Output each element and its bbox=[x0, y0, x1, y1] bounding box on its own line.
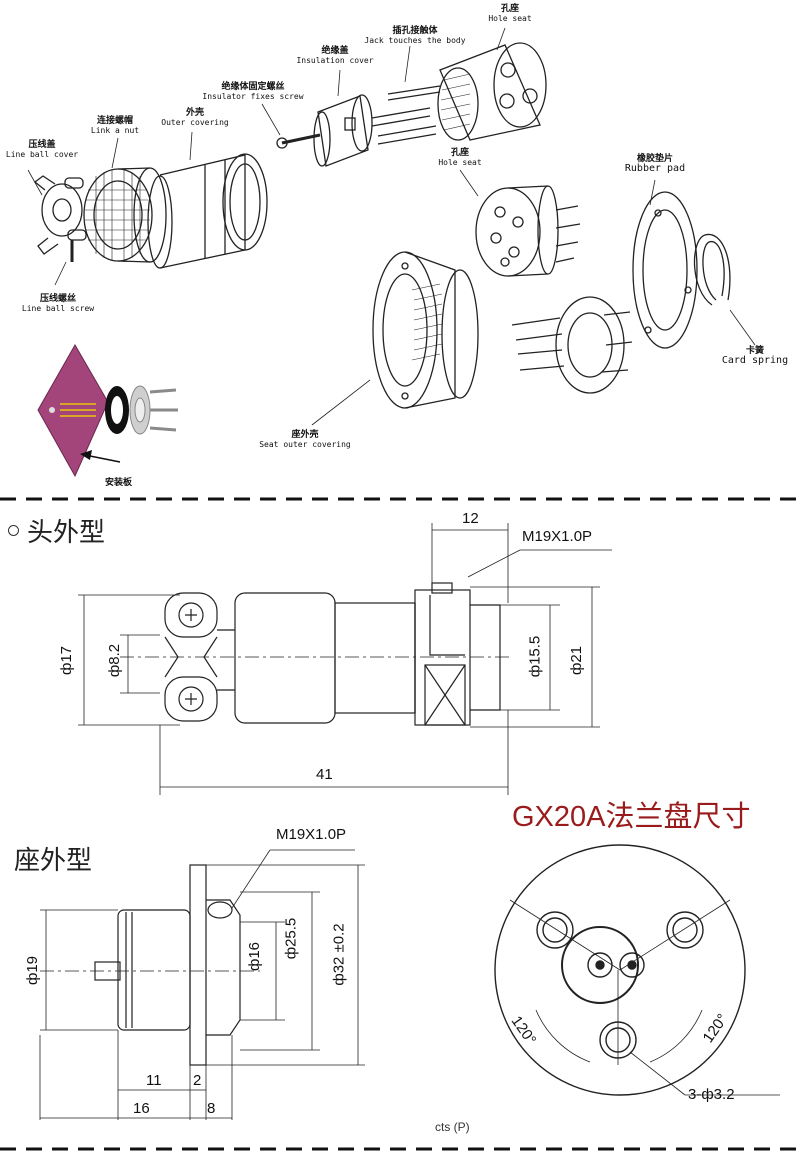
insulation-cover-part bbox=[313, 94, 373, 167]
label-en: Line ball cover bbox=[5, 150, 79, 159]
label-hole-seat-top: 孔座 Hole seat bbox=[470, 4, 550, 24]
hole-seat-mid-part bbox=[475, 185, 581, 277]
card-spring-part bbox=[693, 233, 731, 306]
label-en: Jack touches the body bbox=[364, 36, 466, 45]
jack-contacts-part bbox=[371, 85, 441, 145]
exploded-view-drawing bbox=[27, 27, 756, 478]
label-en: Outer covering bbox=[161, 118, 229, 127]
hole-seat-top-part bbox=[437, 42, 547, 141]
label-link-nut: 连接螺帽 Link a nut bbox=[80, 116, 150, 136]
label-jack-contacts: 插孔接触体 Jack touches the body bbox=[355, 26, 475, 46]
dim-len16: 16 bbox=[133, 1100, 150, 1117]
label-insulator-screw: 绝缘体固定螺丝 Insulator fixes screw bbox=[198, 82, 308, 102]
label-line-ball-cover: 压线盖 Line ball cover bbox=[2, 140, 82, 160]
dim-d17: ф17 bbox=[58, 645, 76, 676]
dim-len12: 12 bbox=[462, 510, 479, 527]
flange-front-view bbox=[494, 844, 780, 1096]
dim-d25-5: ф25.5 bbox=[282, 917, 300, 960]
pin-insert-part bbox=[511, 296, 633, 394]
label-en: Line ball screw bbox=[21, 304, 95, 313]
label-insulation-cover: 绝缘盖 Insulation cover bbox=[295, 46, 375, 66]
label-cn: 压线螺丝 bbox=[39, 294, 76, 304]
label-rubber-pad: 橡胶垫片 Rubber pad bbox=[610, 154, 700, 174]
dim-d8-2: ф8.2 bbox=[106, 643, 124, 678]
rubber-pad-part bbox=[632, 191, 698, 349]
seat-outer-covering-part bbox=[372, 251, 479, 409]
flange-holes-label: 3-ф3.2 bbox=[688, 1086, 735, 1103]
socket-section-title: 座外型 bbox=[14, 846, 93, 876]
label-cn: 座外壳 bbox=[291, 430, 319, 440]
plug-drawing bbox=[78, 523, 612, 795]
label-cn: 外壳 bbox=[185, 108, 204, 118]
dim-len2: 2 bbox=[193, 1072, 202, 1089]
line-ball-cover-part bbox=[33, 175, 87, 262]
bullet-circle-icon bbox=[8, 525, 19, 536]
flange-title: GX20A法兰盘尺寸 bbox=[512, 801, 751, 833]
label-card-spring: 卡簧 Card spring bbox=[715, 346, 795, 366]
label-outer-covering: 外壳 Outer covering bbox=[155, 108, 235, 128]
label-cn: 孔座 bbox=[500, 4, 519, 14]
mounting-plate-photo bbox=[37, 343, 178, 478]
label-line-ball-screw: 压线螺丝 Line ball screw bbox=[18, 294, 98, 314]
dim-d19: ф19 bbox=[24, 955, 42, 986]
label-en: Card spring bbox=[721, 355, 789, 366]
thread-label-plug: M19X1.0P bbox=[522, 528, 593, 545]
dim-len8: 8 bbox=[207, 1100, 216, 1117]
label-en: Hole seat bbox=[438, 158, 482, 167]
plug-section-title-row: 头外型 bbox=[8, 512, 105, 549]
label-cn: 卡簧 bbox=[745, 346, 764, 356]
plug-section-title: 头外型 bbox=[27, 518, 106, 548]
label-hole-seat-mid: 孔座 Hole seat bbox=[420, 148, 500, 168]
label-cn: 绝缘盖 bbox=[321, 46, 349, 56]
dim-d15-5: ф15.5 bbox=[526, 635, 544, 678]
dim-d16: ф16 bbox=[246, 941, 264, 972]
label-cn: 橡胶垫片 bbox=[636, 154, 673, 164]
thread-label-socket: M19X1.0P bbox=[276, 826, 347, 843]
dim-len11: 11 bbox=[146, 1072, 162, 1089]
label-en: Link a nut bbox=[90, 126, 140, 135]
label-cn: 绝缘体固定螺丝 bbox=[221, 82, 285, 92]
label-cn: 安装板 bbox=[105, 478, 133, 488]
link-nut-part bbox=[83, 167, 167, 263]
dim-d32: ф32 ±0.2 bbox=[330, 923, 348, 986]
socket-drawing bbox=[39, 849, 365, 1120]
label-cn: 压线盖 bbox=[28, 140, 56, 150]
label-en: Hole seat bbox=[488, 14, 532, 23]
label-en: Seat outer covering bbox=[259, 440, 351, 449]
label-en: Insulator fixes screw bbox=[202, 92, 304, 101]
dashed-separator-bottom bbox=[0, 1147, 800, 1151]
dashed-separator-top bbox=[0, 497, 800, 501]
label-mounting-plate: 安装板 bbox=[105, 470, 132, 489]
label-cn: 孔座 bbox=[450, 148, 469, 158]
label-en: Rubber pad bbox=[624, 163, 686, 174]
label-seat-outer: 座外壳 Seat outer covering bbox=[255, 430, 355, 450]
footer-fragment: cts (P) bbox=[435, 1120, 470, 1134]
label-cn: 连接螺帽 bbox=[96, 116, 133, 126]
dim-d21: ф21 bbox=[568, 645, 586, 676]
dim-len41: 41 bbox=[316, 766, 333, 783]
label-en: Insulation cover bbox=[296, 56, 374, 65]
outer-covering-part bbox=[147, 153, 268, 269]
label-cn: 插孔接触体 bbox=[392, 26, 438, 36]
